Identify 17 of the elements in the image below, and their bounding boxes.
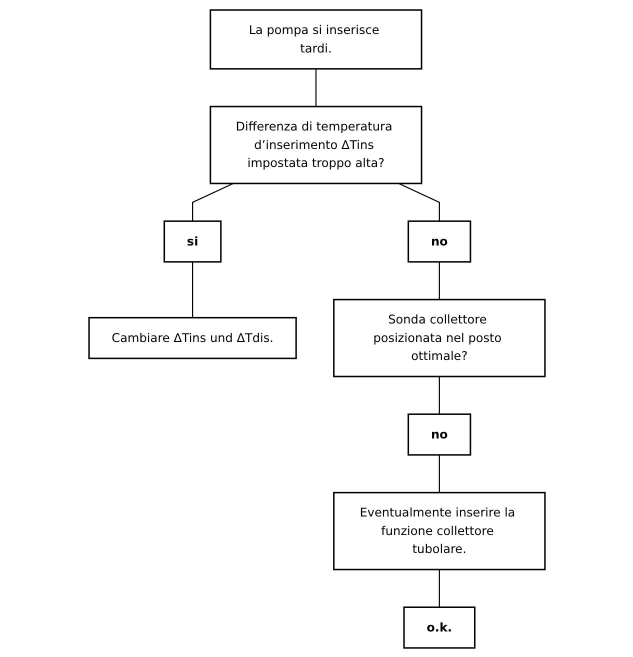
connector: [192, 261, 193, 318]
connector: [438, 376, 440, 414]
node-box: Sonda collettore posizionata nel posto ottimale?: [332, 298, 546, 377]
node-box: no: [407, 220, 471, 262]
node-box: La pompa si inserisce tardi.: [209, 8, 422, 70]
connector: [314, 68, 316, 106]
node-box: Differenza di temperatura d’inserimento ΔTins impostata troppo alta?: [209, 105, 422, 184]
connector: [438, 261, 440, 300]
connector: [192, 182, 233, 221]
node-box: Eventualmente inserire la funzione collettore tubolare.: [332, 491, 546, 570]
node-box: no: [407, 412, 471, 456]
connector: [398, 182, 440, 221]
connector: [438, 454, 440, 492]
node-box: si: [163, 220, 222, 262]
connector: [438, 569, 440, 607]
node-box: Cambiare ΔTins und ΔTdis.: [88, 316, 296, 359]
node-box: o.k.: [402, 606, 475, 648]
